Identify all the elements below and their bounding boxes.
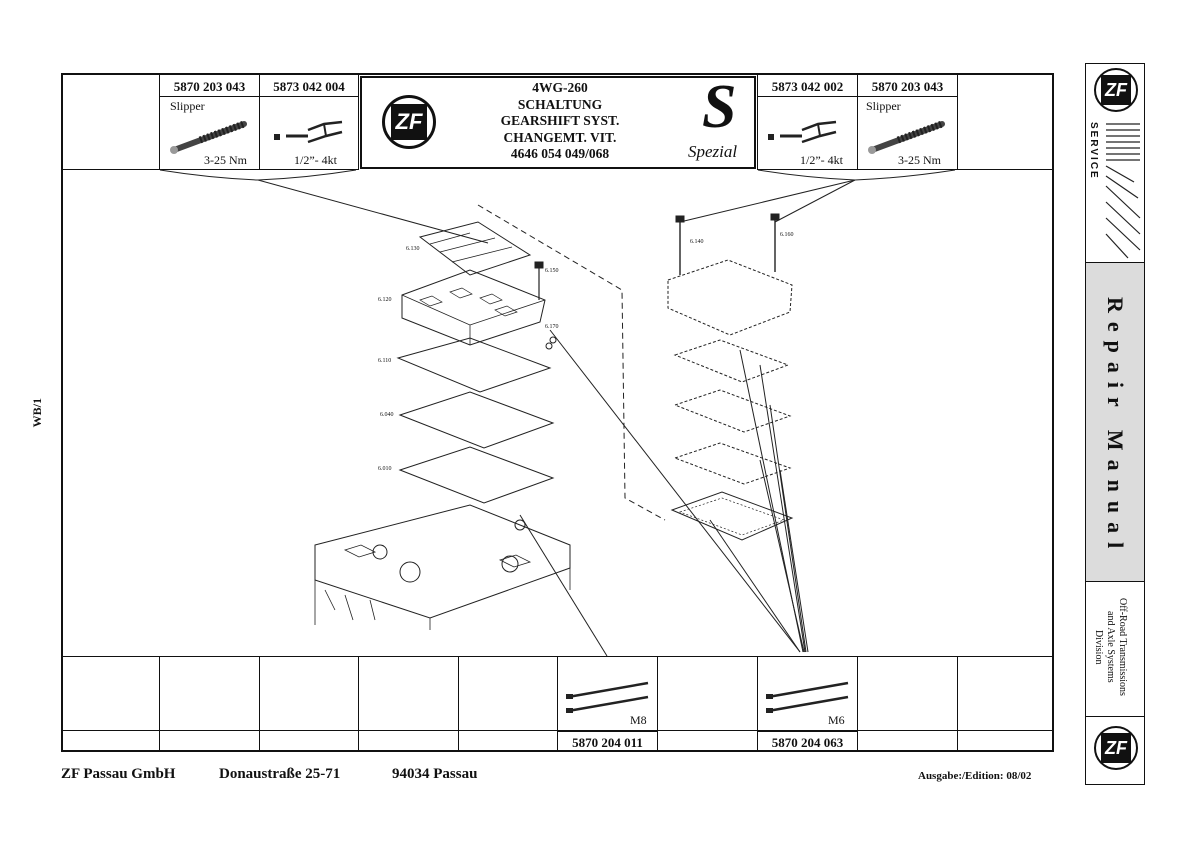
title-line: SCHALTUNG [517,96,603,112]
sidebar: ZF SERVICE Repair Manual Off-Road Transm… [1085,63,1145,785]
part-label: 6.010 [378,466,392,472]
tool-cell-socket-left: 5873 042 004 1/2”- 4kt [259,73,359,170]
tool-spec: 1/2”- 4kt [800,153,843,167]
footer-street: Donaustraße 25-71 [219,766,341,782]
part-label: 6.040 [380,412,394,418]
title-panel: Repair Manual [1086,262,1144,582]
divider [61,730,1054,731]
zf-logo: ZF [1094,68,1138,112]
tool-spec: 3-25 Nm [898,153,941,167]
tool-cell-torque-wrench-left: 5870 203 043 Slipper 3-25 Nm [159,73,260,170]
zf-logo-text: ZF [1101,75,1131,105]
part-label: 6.150 [545,268,559,274]
part-label: 6.120 [378,297,392,303]
zf-logo-bottom: ZF [1094,726,1138,770]
tool-cell-torque-wrench-right: 5870 203 043 Slipper 3-25 Nm [857,73,958,170]
division-text: Off-Road Transmissions and Axle Systems … [1092,598,1128,696]
tool-part-number: 5873 042 004 [273,79,345,94]
tool-spec: 3-25 Nm [204,153,247,167]
title-line: GEARSHIFT SYST. [500,113,620,128]
division-panel: Off-Road Transmissions and Axle Systems … [1086,580,1144,717]
division-line: and Axle Systems [1105,611,1116,683]
repair-manual-title: Repair Manual [1103,297,1128,558]
torque-wrench-icon [170,120,247,154]
header-title: 4WG-260 SCHALTUNG GEARSHIFT SYST. CHANGE… [462,80,658,163]
title-line: 4646 054 049/068 [510,146,610,161]
division-line: Division [1093,629,1104,665]
service-stripes-icon [1105,123,1141,259]
division-line: Off-Road Transmissions [1117,598,1128,696]
tool-part-number: 5870 204 063 [771,735,844,750]
tool-part-number: 5873 042 002 [771,79,844,94]
adjusting-screws-icon [766,681,849,713]
tool-spec: 1/2”- 4kt [294,153,337,167]
zf-logo-text: ZF [1101,733,1131,763]
adjusting-screws-icon [566,681,649,713]
zf-logo: ZF [382,95,436,149]
tool-part-number: 5870 203 043 [173,79,246,94]
footer-city: 94034 Passau [392,766,478,782]
empty-cell [957,656,1054,752]
footer-edition: Ausgabe:/Edition: 08/02 [918,770,1032,782]
screw-size: M6 [828,713,845,727]
socket-adapter-icon [768,120,837,144]
footer-company: ZF Passau GmbH [61,766,176,782]
part-label: 6.140 [690,239,704,245]
part-label: 6.130 [406,246,420,252]
torque-wrench-icon [868,120,945,154]
spezial-logo-s: S [702,73,737,141]
socket-adapter-icon [274,120,343,144]
title-line: CHANGEMT. VIT. [503,129,617,145]
tool-part-number: 5870 204 011 [572,735,643,750]
tool-part-number: 5870 203 043 [871,79,944,94]
tool-name: Slipper [170,99,205,113]
tool-name: Slipper [866,99,901,113]
empty-cell [957,73,1054,170]
tool-cell-adjusting-screws-m6: M6 5870 204 063 [757,656,858,752]
title-line: 4WG-260 [532,80,588,95]
zf-logo-text: ZF [391,104,427,140]
screw-size: M8 [630,713,647,727]
part-label: 6.110 [378,358,392,364]
document-header: ZF 4WG-260 SCHALTUNG GEARSHIFT SYST. CHA… [360,73,756,169]
service-label: SERVICE [1088,122,1099,180]
spezial-label: Spezial [688,142,738,161]
part-label: 6.160 [780,232,794,238]
part-label: 6.170 [545,324,559,330]
